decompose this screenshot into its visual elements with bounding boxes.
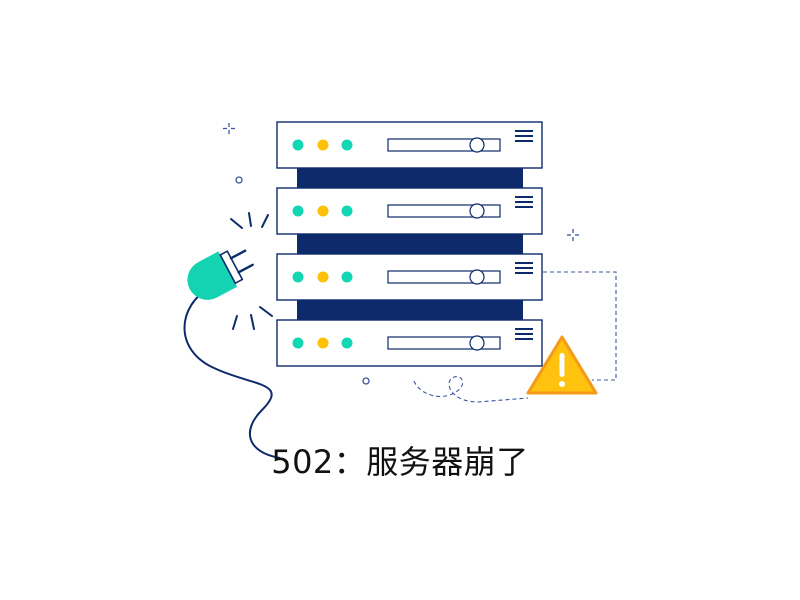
dashed-cable (413, 271, 617, 403)
server-unit (276, 319, 543, 367)
server-rack-icon (276, 121, 543, 367)
rack-frame (297, 168, 523, 320)
server-unit (276, 253, 543, 301)
warning-triangle-icon (526, 335, 598, 395)
server-unit (276, 121, 543, 169)
power-plug-icon (183, 212, 281, 459)
sparkle-icon (223, 123, 579, 385)
server-unit (276, 187, 543, 235)
error-message: 502：服务器崩了 (271, 443, 529, 481)
